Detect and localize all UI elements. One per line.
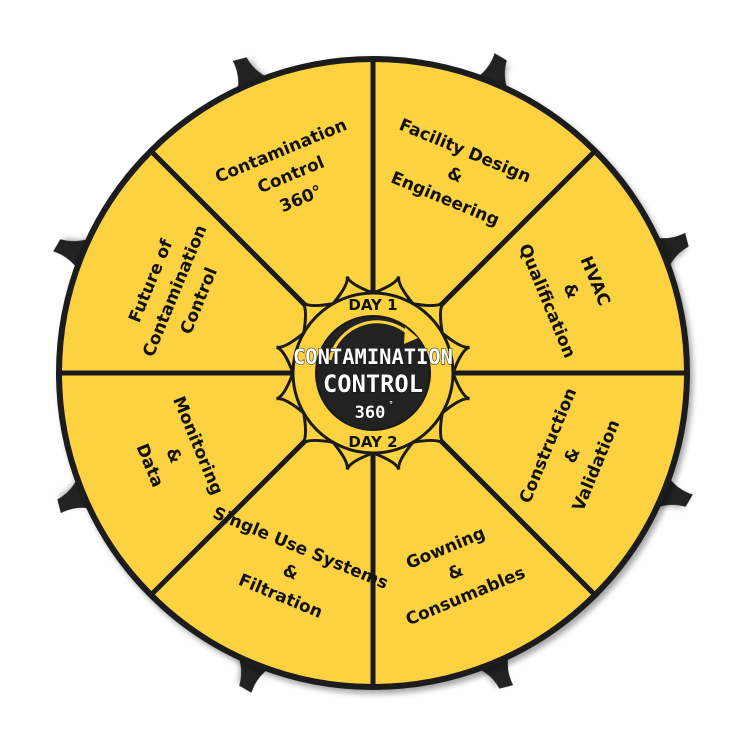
sector-label-line: & (559, 280, 583, 302)
circular-arrow-icon (328, 320, 412, 361)
sector-label-line: & (280, 560, 302, 584)
sector-label-line: & (560, 445, 584, 467)
day-1-label: DAY 1 (348, 296, 397, 314)
sector-divider (149, 427, 319, 597)
sector-label-line: & (444, 163, 466, 187)
sector-divider (427, 427, 597, 597)
sector-divider (427, 149, 597, 319)
logo-mark: ° (389, 400, 394, 409)
sector-dividers (59, 59, 687, 687)
sector-divider (149, 149, 319, 319)
sector-label-line: & (161, 445, 185, 467)
logo-line-contamination: CONTAMINATION (293, 345, 453, 369)
day-2-label: DAY 2 (348, 433, 397, 451)
sector-label-line: & (445, 560, 467, 584)
logo-line-control: CONTROL (323, 370, 423, 398)
logo-line-360: 360 (355, 403, 386, 423)
center-hub: DAY 1 DAY 2 CONTAMINATION CONTROL 360 ° (275, 275, 471, 471)
